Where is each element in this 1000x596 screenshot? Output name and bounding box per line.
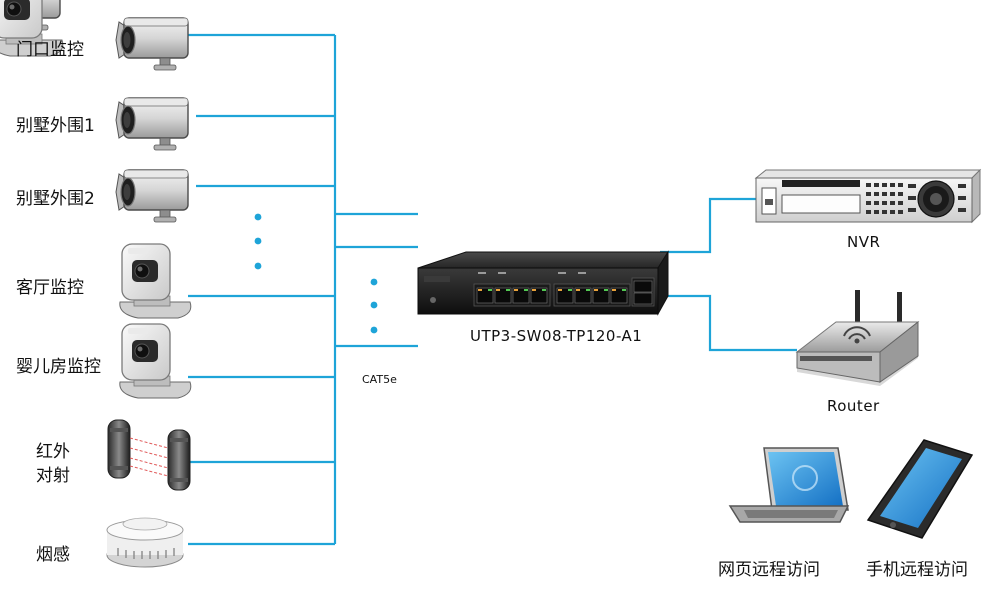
camera-perimeter-1 <box>115 97 189 151</box>
wire-to-router <box>660 294 797 352</box>
label-infrared-line-2: 对射 <box>36 466 70 486</box>
camera-perimeter-2 <box>115 169 189 223</box>
wifi-icon <box>843 326 871 344</box>
label-nursery: 婴儿房监控 <box>16 357 101 377</box>
dome-camera-icon <box>0 0 64 57</box>
label-living-room: 客厅监控 <box>16 278 84 298</box>
label-mobile-access: 手机远程访问 <box>866 560 968 580</box>
ellipsis-dots-left <box>254 213 262 270</box>
camera-living-room <box>119 243 192 319</box>
poe-switch-icon <box>417 250 669 316</box>
label-cable-type: CAT5e <box>362 373 397 386</box>
switch-ports-group-2 <box>553 283 631 307</box>
ellipsis-dots-switch <box>370 278 378 334</box>
beam-rays <box>129 437 169 477</box>
infrared-beam-icon <box>107 419 191 491</box>
smoke-detector-icon <box>106 517 184 568</box>
router-icon <box>795 290 920 386</box>
beam-receiver <box>167 429 191 491</box>
label-perimeter-1: 别墅外围1 <box>16 116 95 136</box>
label-switch-model: UTP3-SW08-TP120-A1 <box>470 327 643 345</box>
nvr-icon <box>754 168 982 224</box>
left-cable-bus <box>188 33 418 546</box>
wire-to-nvr <box>660 197 756 254</box>
label-smoke-detector: 烟感 <box>36 545 70 565</box>
label-router: Router <box>827 397 880 415</box>
label-web-access: 网页远程访问 <box>718 560 820 580</box>
camera-door <box>115 17 189 71</box>
label-door-camera: 门口监控 <box>16 40 84 60</box>
right-cables <box>660 197 797 352</box>
smartphone-icon <box>866 439 974 539</box>
switch-uplink-ports <box>631 277 655 307</box>
beam-transmitter <box>107 419 131 479</box>
label-perimeter-2: 别墅外围2 <box>16 189 95 209</box>
camera-nursery <box>119 323 192 399</box>
laptop-icon <box>728 447 850 523</box>
label-nvr: NVR <box>847 233 881 251</box>
switch-ports-group-1 <box>473 283 551 307</box>
label-infrared-line-1: 红外 <box>36 442 70 462</box>
